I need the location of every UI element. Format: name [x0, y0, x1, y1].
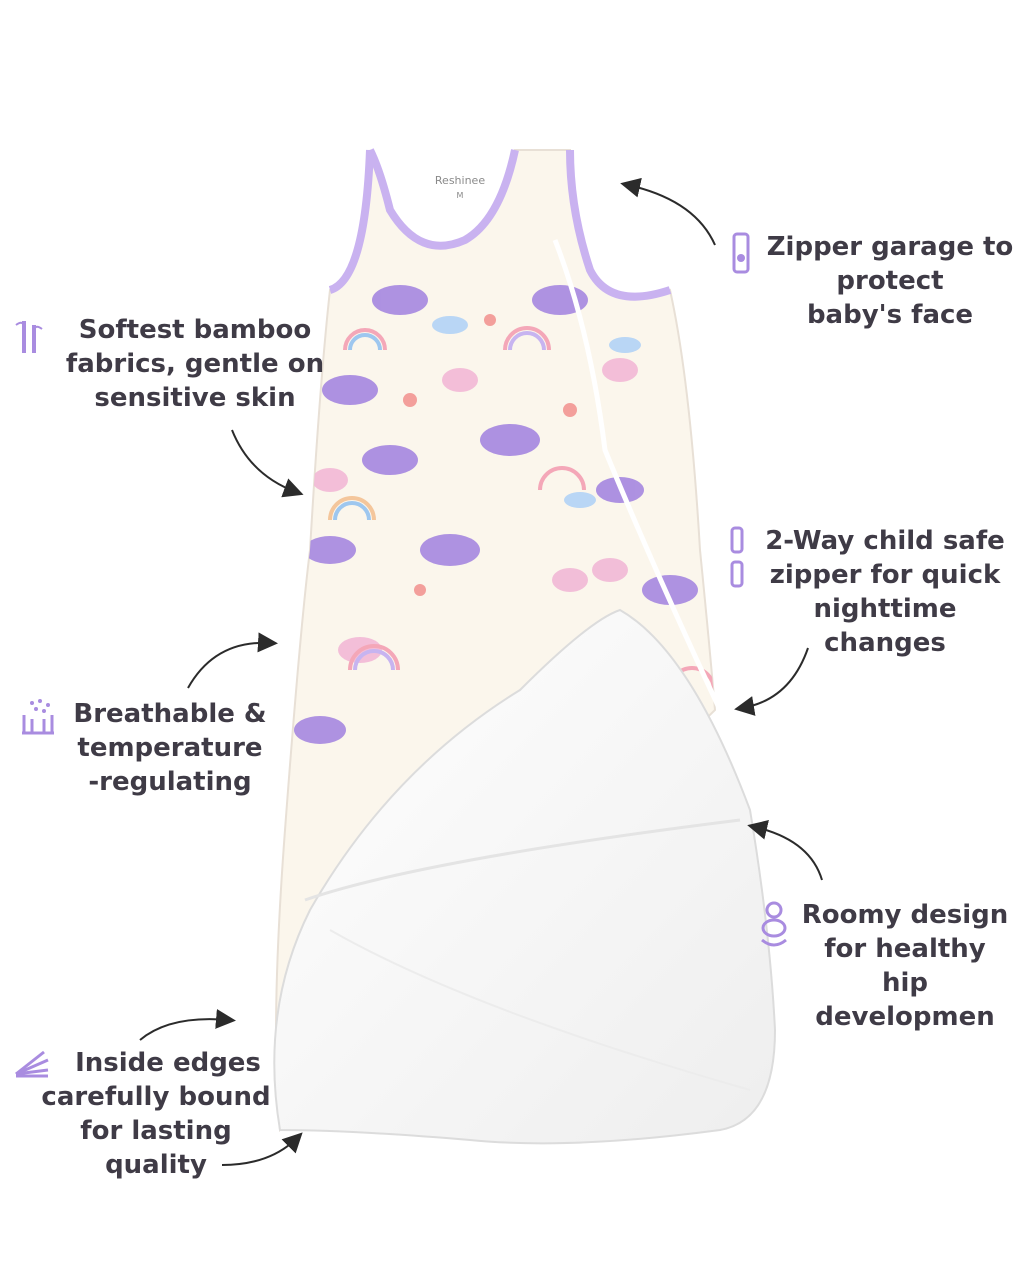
feature-bamboo-line-2: fabrics, gentle on: [65, 349, 325, 379]
tag-size: M: [457, 191, 464, 200]
feature-roomy-line-2: for healthy: [824, 934, 986, 964]
zipper-line: [552, 239, 723, 712]
arrow-edges: [139, 1009, 236, 1041]
feature-bamboo-line-1: Softest bamboo: [78, 315, 312, 345]
baby-hips-icon: [754, 900, 794, 948]
two-way-zipper-icon: [728, 526, 746, 590]
feature-zipper-garage-line-2: protect: [836, 266, 944, 296]
breathable-icon: [18, 697, 58, 737]
armhole-trim-right: [566, 149, 672, 301]
neck-trim: [366, 148, 519, 250]
feature-roomy: Roomy design for healthy hip developmen: [761, 898, 1020, 1034]
feature-edges: Inside edges carefully bound for lasting…: [15, 1046, 286, 1182]
feature-edges-line-2: carefully bound: [41, 1082, 271, 1112]
bamboo-icon: [12, 317, 48, 355]
arrow-roomy: [747, 820, 823, 881]
feature-edges-line-1: Inside edges: [75, 1048, 261, 1078]
feature-roomy-line-3: hip developmen: [815, 968, 995, 1032]
arrow-breathable: [187, 632, 278, 689]
sleep-sack-image: Reshinee M: [273, 148, 777, 1145]
feature-two-way-zipper-line-3: nighttime changes: [813, 594, 957, 658]
feature-bamboo: Softest bamboo fabrics, gentle on sensit…: [15, 313, 330, 415]
feature-two-way-zipper-line-1: 2-Way child safe: [765, 526, 1005, 556]
lining-flap: [273, 608, 777, 1145]
feature-breathable-line-2: temperature: [77, 733, 263, 763]
arrow-two-way-zipper: [734, 647, 809, 716]
feature-edges-line-3: for lasting quality: [80, 1116, 232, 1180]
feature-bamboo-line-3: sensitive skin: [94, 383, 296, 413]
feature-roomy-line-1: Roomy design: [801, 900, 1009, 930]
feature-breathable-line-3: -regulating: [88, 767, 252, 797]
feature-two-way-zipper: 2-Way child safe zipper for quick nightt…: [730, 524, 1020, 660]
bound-edges-icon: [14, 1048, 50, 1078]
feature-zipper-garage-line-3: baby's face: [806, 300, 974, 330]
armhole-trim-left: [328, 149, 374, 294]
arrow-zipper-garage: [620, 177, 716, 246]
feature-zipper-garage: Zipper garage to protect baby's face: [732, 230, 1020, 332]
brand-label: Reshinee: [435, 174, 485, 187]
feature-two-way-zipper-line-2: zipper for quick: [769, 560, 1001, 590]
feature-breathable: Breathable & temperature -regulating: [22, 697, 270, 799]
arrow-bamboo: [231, 429, 304, 498]
feature-zipper-garage-line-1: Zipper garage to: [766, 232, 1014, 262]
zipper-garage-icon: [730, 232, 754, 274]
feature-breathable-line-1: Breathable &: [73, 699, 267, 729]
arrow-edges-lower: [221, 1132, 303, 1166]
